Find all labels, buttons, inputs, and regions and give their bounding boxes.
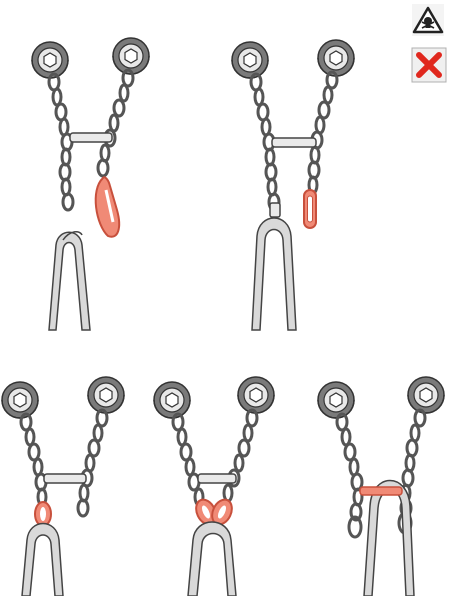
carabiner-highlight <box>96 177 119 236</box>
chain-left <box>49 74 73 210</box>
chain-right <box>224 410 257 501</box>
connecting-bar <box>272 138 316 147</box>
rope-double-strand <box>49 232 90 330</box>
panel-bottom-right <box>318 377 444 596</box>
bolt-hanger-left <box>32 42 68 78</box>
bolt-hanger-left <box>318 382 354 418</box>
danger-warning-icon <box>412 4 444 36</box>
bolt-hanger-right <box>88 377 124 413</box>
bolt-hanger-left <box>154 382 190 418</box>
connecting-bar <box>198 474 236 483</box>
chain-left <box>337 414 362 537</box>
bolt-hanger-right <box>408 377 444 413</box>
connecting-bar <box>44 474 86 483</box>
chain-right <box>98 70 133 176</box>
rope-single-strand <box>364 481 414 596</box>
panel-top-left <box>32 38 149 330</box>
bolt-hanger-right <box>113 38 149 74</box>
rope-single-strand <box>22 524 63 596</box>
connecting-bar <box>70 133 112 142</box>
incorrect-x-icon <box>412 48 446 82</box>
panel-bottom-middle <box>154 377 274 596</box>
bar-highlight <box>360 487 402 495</box>
chain-left <box>173 414 203 505</box>
panel-bottom-left <box>2 377 124 596</box>
panel-top-right <box>232 40 354 330</box>
chain-right <box>78 410 107 516</box>
bolt-hanger-right <box>238 377 274 413</box>
chain-right <box>309 72 337 193</box>
bolt-hanger-left <box>232 42 268 78</box>
chain-left <box>21 414 46 505</box>
bolt-hanger-left <box>2 382 38 418</box>
rope-single-strand <box>188 522 236 596</box>
bolt-hanger-right <box>318 40 354 76</box>
rope-single-strand <box>252 203 296 330</box>
